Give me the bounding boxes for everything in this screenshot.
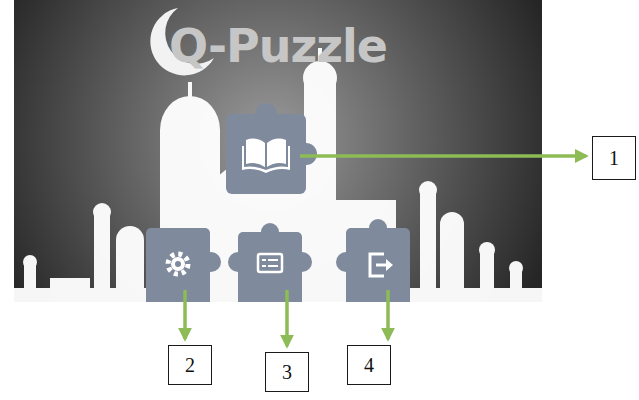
spire <box>188 82 192 100</box>
callout-box: 4 <box>347 345 391 385</box>
callout-number: 2 <box>185 354 195 376</box>
list-line <box>268 265 278 267</box>
piece-tab <box>255 103 277 125</box>
puzzle-piece <box>226 103 317 194</box>
piece-body <box>146 228 210 302</box>
book-page <box>246 139 265 167</box>
leader-arrow <box>183 290 187 339</box>
leader-arrow <box>285 290 289 346</box>
callout-number: 4 <box>364 354 374 376</box>
piece-tab <box>295 143 317 165</box>
gear-body <box>171 257 185 271</box>
callout-number: 1 <box>609 147 619 169</box>
exit-icon <box>370 254 393 276</box>
puzzle-piece <box>336 219 410 302</box>
piece-body <box>238 232 302 302</box>
list-line <box>268 259 278 261</box>
gear-hole <box>175 261 181 267</box>
book-icon <box>242 139 290 173</box>
piece-tab <box>261 223 279 241</box>
list-icon <box>258 254 282 272</box>
puzzle-piece <box>228 223 312 302</box>
piece-tab <box>336 252 356 272</box>
list-bullet <box>262 259 266 261</box>
leader-arrow <box>300 154 586 158</box>
exit-arrow-head <box>386 259 393 271</box>
piece-tab <box>292 252 312 272</box>
leader-arrow <box>386 290 390 339</box>
callout-box: 2 <box>168 345 212 385</box>
list-frame <box>258 254 282 272</box>
callout-number: 3 <box>282 361 292 383</box>
list-bullet <box>262 265 266 267</box>
piece-body <box>226 114 306 194</box>
piece-tab <box>201 252 221 272</box>
logo-title: Q-Puzzle <box>169 19 387 73</box>
piece-tab <box>369 219 387 237</box>
piece-body <box>346 228 410 302</box>
book-cover <box>242 146 290 173</box>
minaret <box>420 190 436 302</box>
gear-icon <box>168 254 188 274</box>
logo-title: Q-Puzzle <box>169 23 387 69</box>
callout-box: 1 <box>592 136 636 180</box>
gear-teeth <box>168 254 188 274</box>
piece-tab <box>228 252 248 272</box>
callout-box: 3 <box>265 352 309 392</box>
book-page <box>267 139 286 167</box>
